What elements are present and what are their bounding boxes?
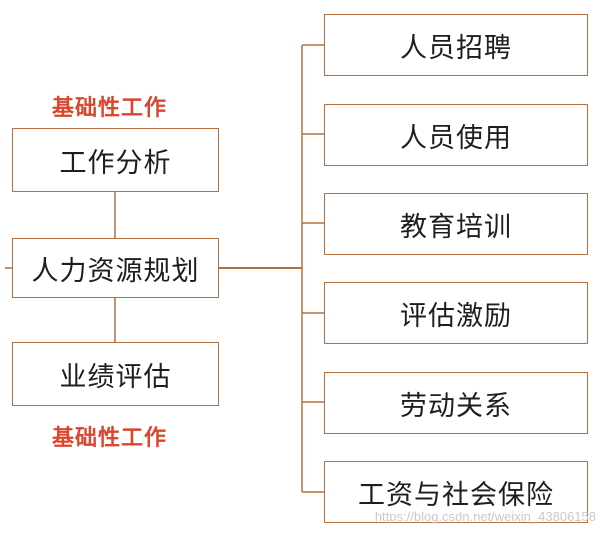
- box-staff-utilization: 人员使用: [324, 104, 588, 166]
- watermark-url: https://blog.csdn.net/weixin_43806158: [374, 509, 596, 524]
- box-hr-planning: 人力资源规划: [12, 238, 219, 298]
- box-wage-social-insurance: 工资与社会保险: [324, 461, 588, 523]
- box-labor-relations: 劳动关系: [324, 372, 588, 434]
- box-job-analysis: 工作分析: [12, 128, 219, 192]
- box-performance-evaluation: 业绩评估: [12, 342, 219, 406]
- box-training: 教育培训: [324, 193, 588, 255]
- box-recruitment: 人员招聘: [324, 14, 588, 76]
- box-evaluation-incentive: 评估激励: [324, 282, 588, 344]
- top-caption: 基础性工作: [52, 96, 168, 121]
- bottom-caption: 基础性工作: [52, 426, 168, 451]
